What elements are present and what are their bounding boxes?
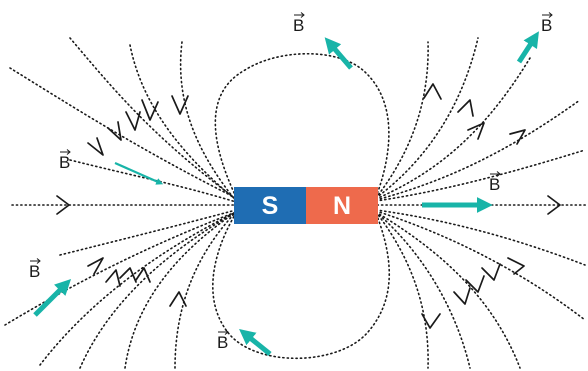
svg-text:B: B [489,175,500,194]
field-line-left-8 [79,211,237,369]
magnet-south-pole [234,187,306,224]
field-lines [4,37,588,369]
b-label-left: B [59,149,71,172]
svg-text:B: B [293,16,304,35]
field-line-left-7 [39,211,237,366]
field-line-right-9 [375,210,586,321]
south-pole-label: S [262,192,279,220]
field-line-right-6 [375,211,429,369]
svg-text:B: B [29,262,40,281]
field-vector-bottom-center [239,328,272,356]
arrowhead-right-6 [453,287,471,305]
direction-arrowheads [56,83,561,329]
b-label-top-right: B [541,12,553,35]
arrowhead-left-2 [107,121,122,141]
bar-magnet: S N [234,187,378,224]
arrowhead-right-9 [507,257,525,275]
field-vector-top-right [516,31,539,64]
b-label-top-center: B [293,12,305,35]
arrowhead-axis-right [547,195,561,215]
field-line-loop-top [214,52,390,198]
arrowhead-left-7 [105,269,121,287]
arrowhead-right-8 [481,263,501,281]
field-line-left-3 [129,44,237,201]
field-line-loop-bottom [212,212,391,360]
field-line-left-10 [174,211,237,369]
arrowhead-left-10 [169,291,187,307]
field-line-left-9 [124,211,237,369]
north-pole-label: N [333,192,351,220]
field-line-right-4 [375,99,581,201]
b-label-bottom-center: B [217,329,229,352]
b-label-bottom-left: B [29,258,41,281]
arrowhead-right-4 [509,129,526,145]
arrowhead-left-4 [141,99,159,121]
field-line-left-11 [59,209,237,256]
field-line-right-3 [375,57,531,200]
arrowhead-left-5 [171,95,189,115]
field-line-left-5 [69,159,237,203]
arrowhead-right-5 [421,313,441,329]
field-line-right-1 [375,41,429,199]
svg-text:B: B [541,16,552,35]
svg-text:B: B [217,333,228,352]
magnet-north-pole [306,187,378,224]
arrowhead-left-9 [135,267,151,283]
arrowhead-left-3 [125,111,141,131]
field-vectors [33,31,539,356]
field-line-right-8 [375,211,521,369]
arrowhead-left-1 [87,137,104,156]
field-vector-bottom-left [33,278,72,317]
arrowhead-right-3 [467,122,485,140]
field-line-right-10 [375,209,586,266]
vector-labels: B B B B B B [29,12,553,352]
field-line-left-1 [9,67,237,199]
field-line-left-4 [179,41,237,202]
field-line-left-2 [69,37,237,200]
svg-text:B: B [59,153,70,172]
arrowhead-left-8 [119,267,137,283]
field-line-right-5 [375,149,586,202]
arrowhead-left-6 [87,257,104,275]
arrowhead-right-2 [457,99,474,117]
field-vector-top-center [324,37,353,70]
arrowhead-axis-left [56,195,70,215]
field-line-right-7 [375,211,471,369]
b-label-right: B [489,171,501,194]
field-vector-left-small [114,161,164,185]
field-line-left-6 [4,211,237,326]
arrowhead-right-7 [465,275,485,293]
field-line-right-2 [375,37,479,199]
arrowhead-right-1 [423,83,442,100]
